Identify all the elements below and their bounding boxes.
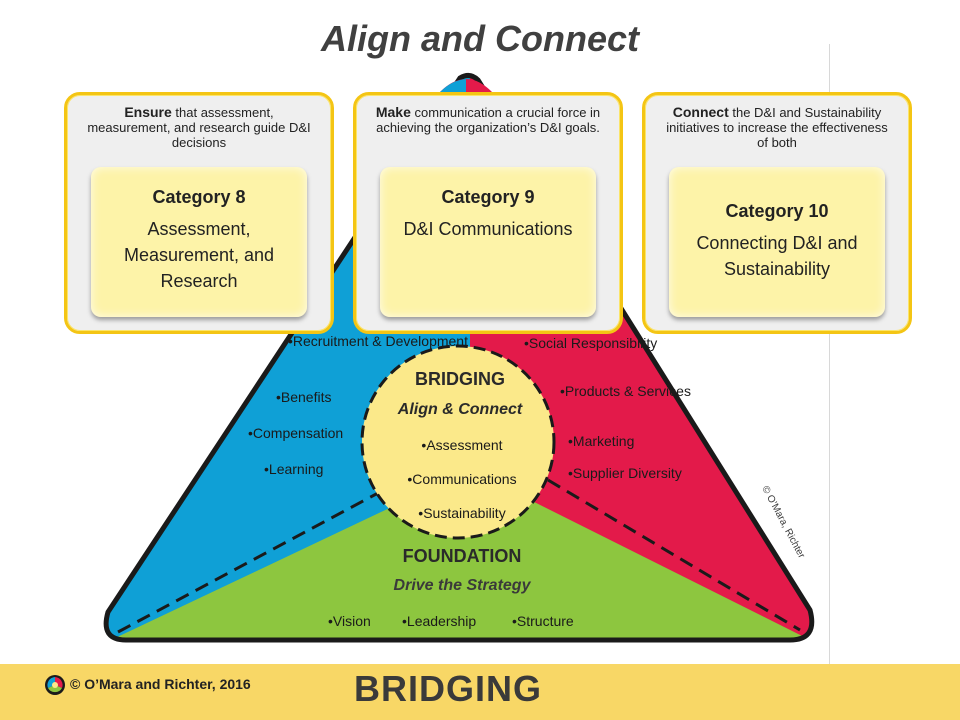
- footer-copyright: © O’Mara and Richter, 2016: [70, 676, 251, 692]
- foundation-title: FOUNDATION: [403, 546, 522, 566]
- right-item-products: •Products & Services: [560, 383, 691, 399]
- right-item-social: •Social Responsibility: [524, 335, 657, 351]
- slide-title: Align and Connect: [321, 18, 639, 59]
- footer-bridging: BRIDGING: [354, 668, 542, 709]
- triangle-outline: [103, 72, 815, 643]
- divider-line: [829, 44, 830, 664]
- category-label: Category 10: [725, 201, 829, 221]
- right-item-supplier: •Supplier Diversity: [568, 465, 682, 481]
- left-item-compensation: •Compensation: [248, 425, 343, 441]
- card-category-10: Connect the D&I and Sustainability initi…: [642, 92, 912, 334]
- foundation-item: •Leadership: [402, 613, 476, 629]
- left-item-recruitment: •Recruitment & Development: [288, 333, 468, 349]
- foundation-item: •Structure: [512, 613, 574, 629]
- foundation-subtitle: Drive the Strategy: [394, 577, 532, 594]
- category-description: Connecting D&I and Sustainability: [696, 233, 858, 279]
- left-item-learning: •Learning: [264, 461, 323, 477]
- card-intro: Connect the D&I and Sustainability initi…: [666, 104, 888, 151]
- card-intro: Ensure that assessment, measurement, and…: [87, 104, 311, 151]
- category-description: Assessment, Measurement, and Research: [123, 219, 275, 291]
- category-box: Category 10 Connecting D&I and Sustainab…: [669, 167, 885, 317]
- bridging-item: •Sustainability: [418, 505, 505, 521]
- foundation-item: •Vision: [328, 613, 371, 629]
- bridging-item: •Assessment: [421, 437, 502, 453]
- category-box: Category 9 D&I Communications: [380, 167, 596, 317]
- bridging-item: •Communications: [407, 471, 516, 487]
- card-category-8: Ensure that assessment, measurement, and…: [64, 92, 334, 334]
- category-box: Category 8 Assessment, Measurement, and …: [91, 167, 307, 317]
- footer-bar: [0, 664, 960, 720]
- bridging-circle: [360, 344, 556, 540]
- right-item-marketing: •Marketing: [568, 433, 634, 449]
- category-description: D&I Communications: [403, 219, 573, 239]
- category-label: Category 8: [152, 187, 246, 207]
- left-item-benefits: •Benefits: [276, 389, 332, 405]
- card-intro: Make communication a crucial force in ac…: [375, 104, 601, 136]
- bridging-title: BRIDGING: [415, 369, 505, 389]
- card-category-9: Make communication a crucial force in ac…: [353, 92, 623, 334]
- logo-icon: [45, 675, 65, 695]
- category-label: Category 9: [441, 187, 535, 207]
- bridging-subtitle: Align & Connect: [397, 401, 523, 418]
